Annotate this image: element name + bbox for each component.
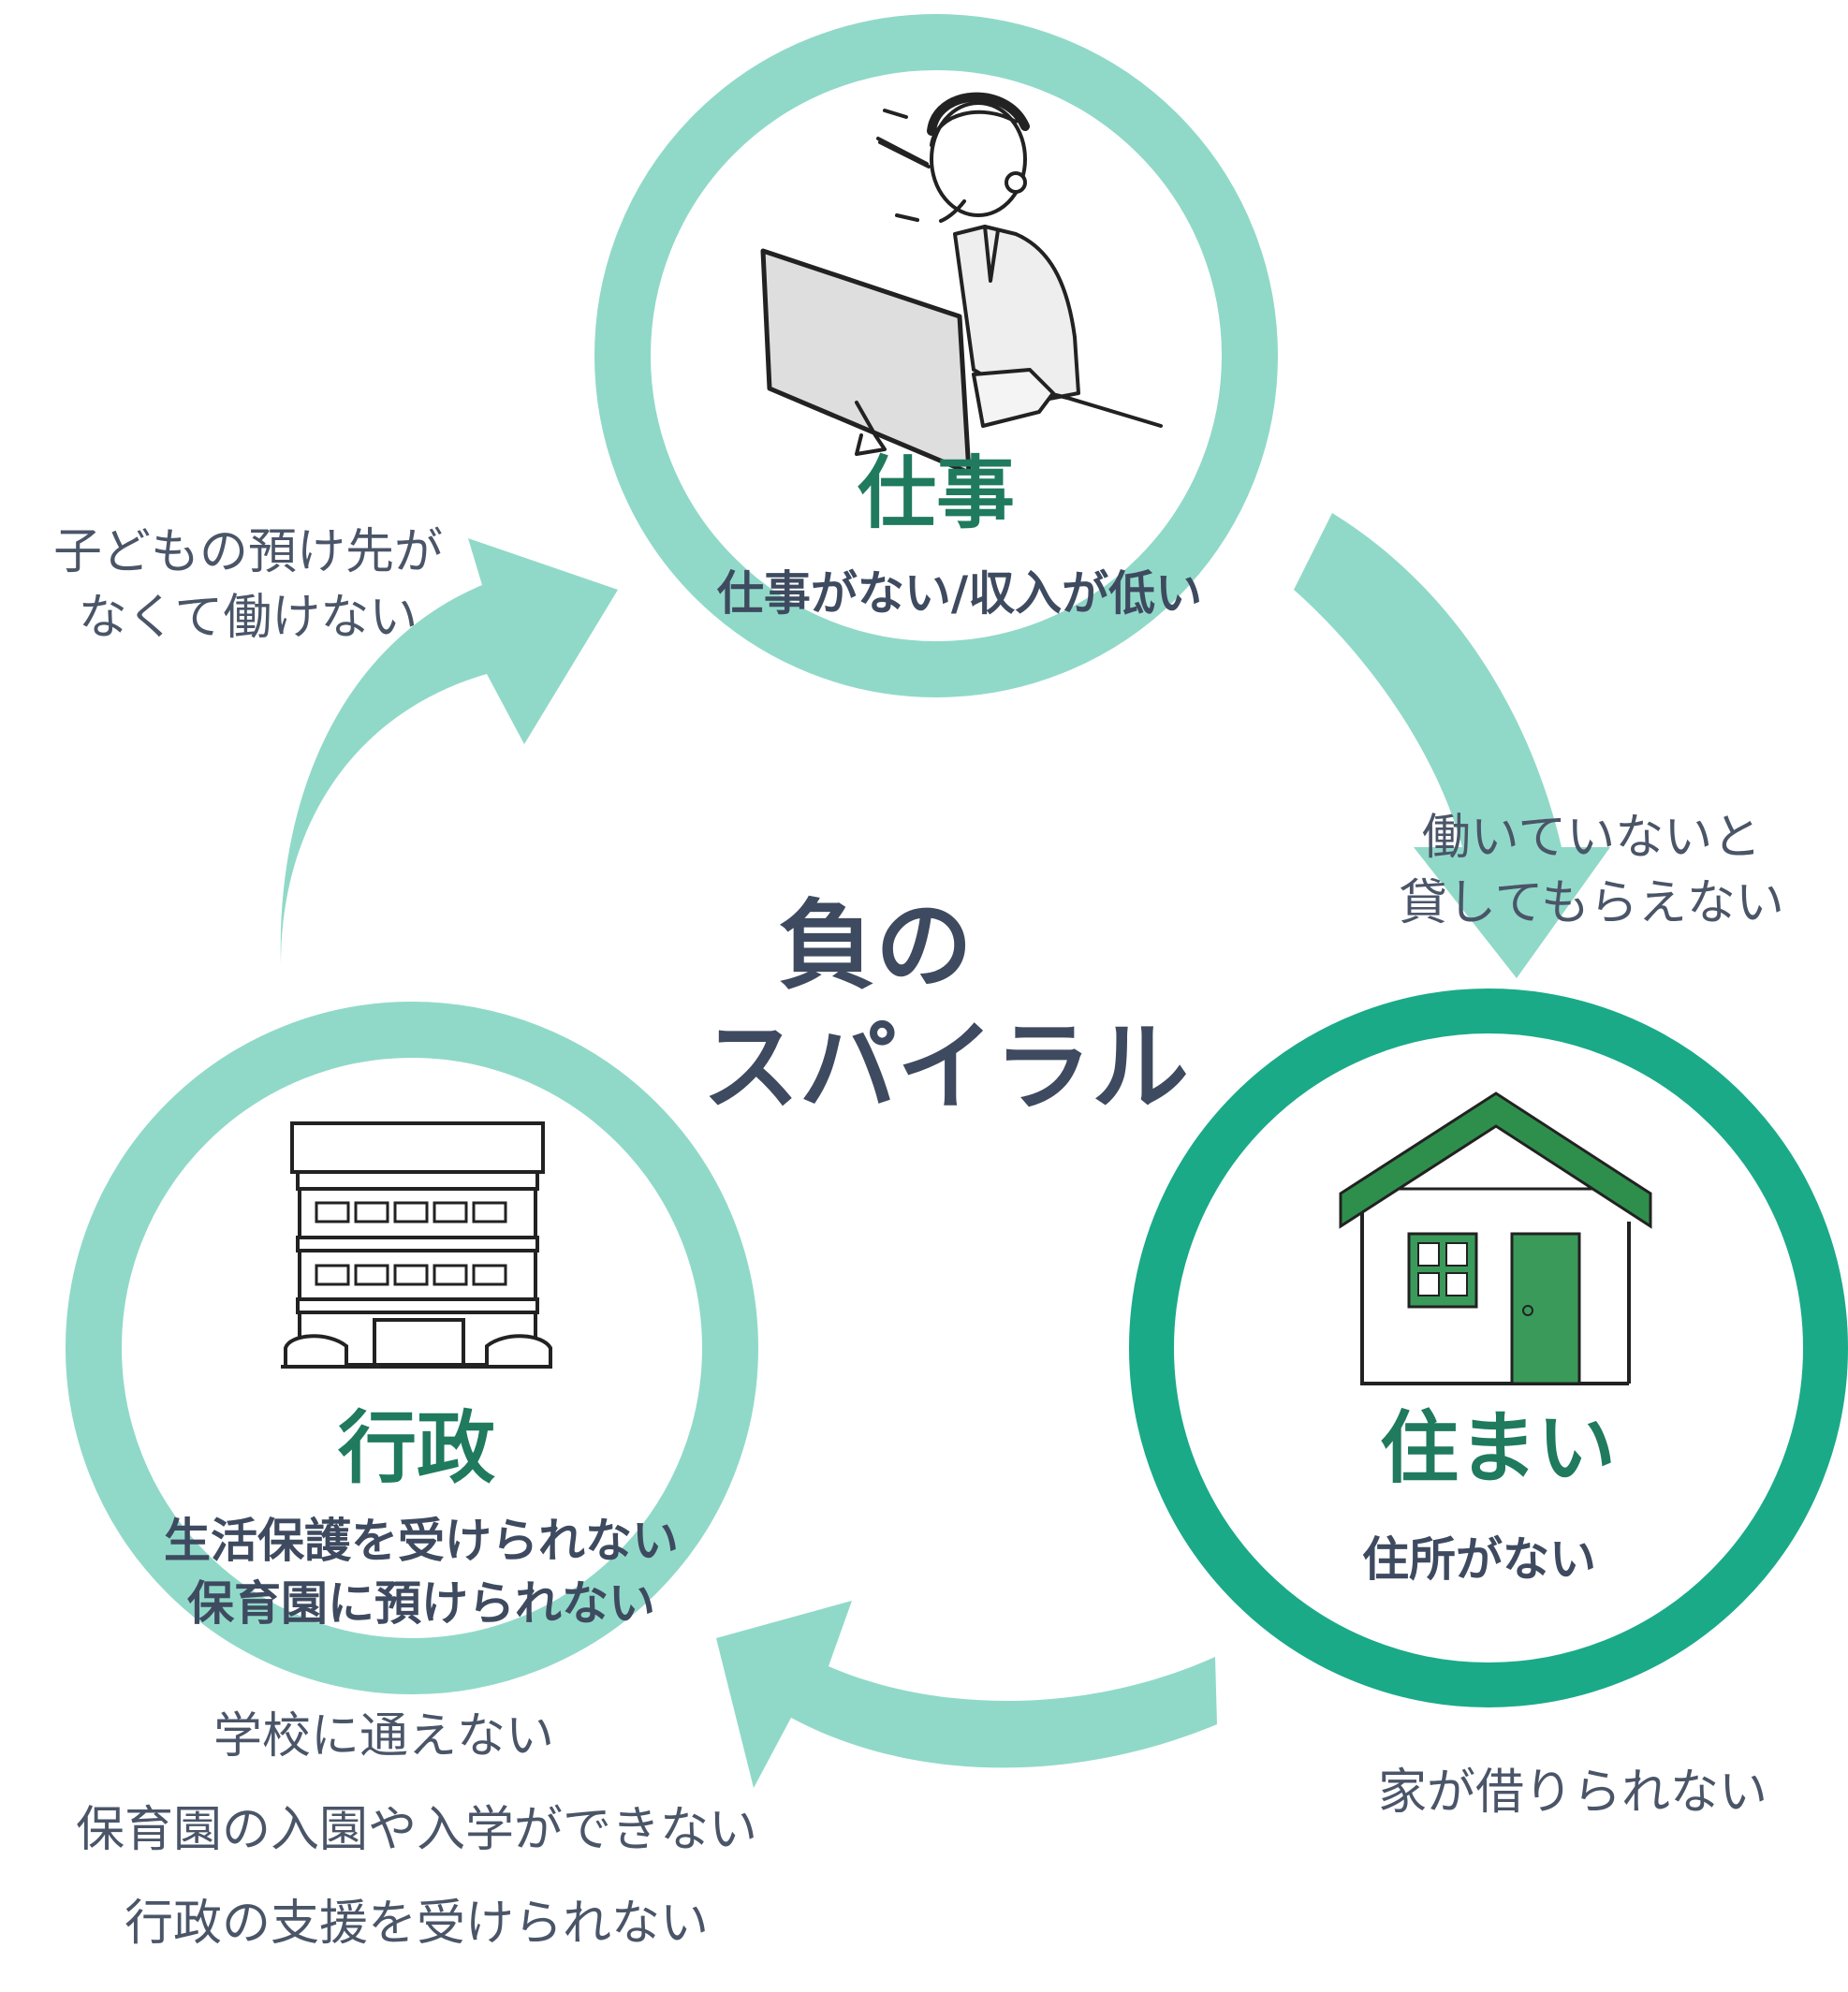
worker-at-computer-icon: [760, 92, 1163, 476]
note-lending-1: 働いていないと: [1421, 810, 1762, 866]
note-support: 行政の支援を受けられない: [124, 1896, 709, 1952]
note-childcare-2: なくて働けない: [78, 590, 418, 646]
arrow-housing-to-government: [716, 1601, 1217, 1788]
note-childcare-1: 子どもの預け先が: [52, 524, 443, 580]
arrow-government-to-work: [280, 538, 618, 964]
center-title-2: スパイラル: [701, 1010, 1189, 1124]
housing-circle: [1129, 989, 1848, 1707]
note-school: 学校に通えない: [213, 1708, 554, 1765]
work-circle: [594, 14, 1278, 697]
housing-subtitle: 住所がない: [1362, 1532, 1596, 1587]
work-subtitle: 仕事がない/収入が低い: [716, 566, 1203, 621]
arrow-work-to-housing: [1294, 513, 1610, 978]
center-title-1: 負の: [777, 888, 973, 1003]
government-subtitle-1: 生活保護を受けられない: [164, 1514, 679, 1568]
government-title: 行政: [337, 1402, 495, 1494]
note-lending-2: 貸してもらえない: [1399, 875, 1784, 931]
note-nursery: 保育園の入園や入学ができない: [75, 1802, 757, 1858]
house-icon: [1339, 1091, 1652, 1385]
housing-title: 住まい: [1379, 1402, 1616, 1494]
work-title: 仕事: [857, 447, 1015, 539]
government-subtitle-2: 保育園に預けられない: [187, 1576, 655, 1631]
building-icon: [281, 1121, 552, 1369]
note-rental: 家が借りられない: [1377, 1765, 1767, 1821]
government-circle: [66, 1002, 758, 1694]
